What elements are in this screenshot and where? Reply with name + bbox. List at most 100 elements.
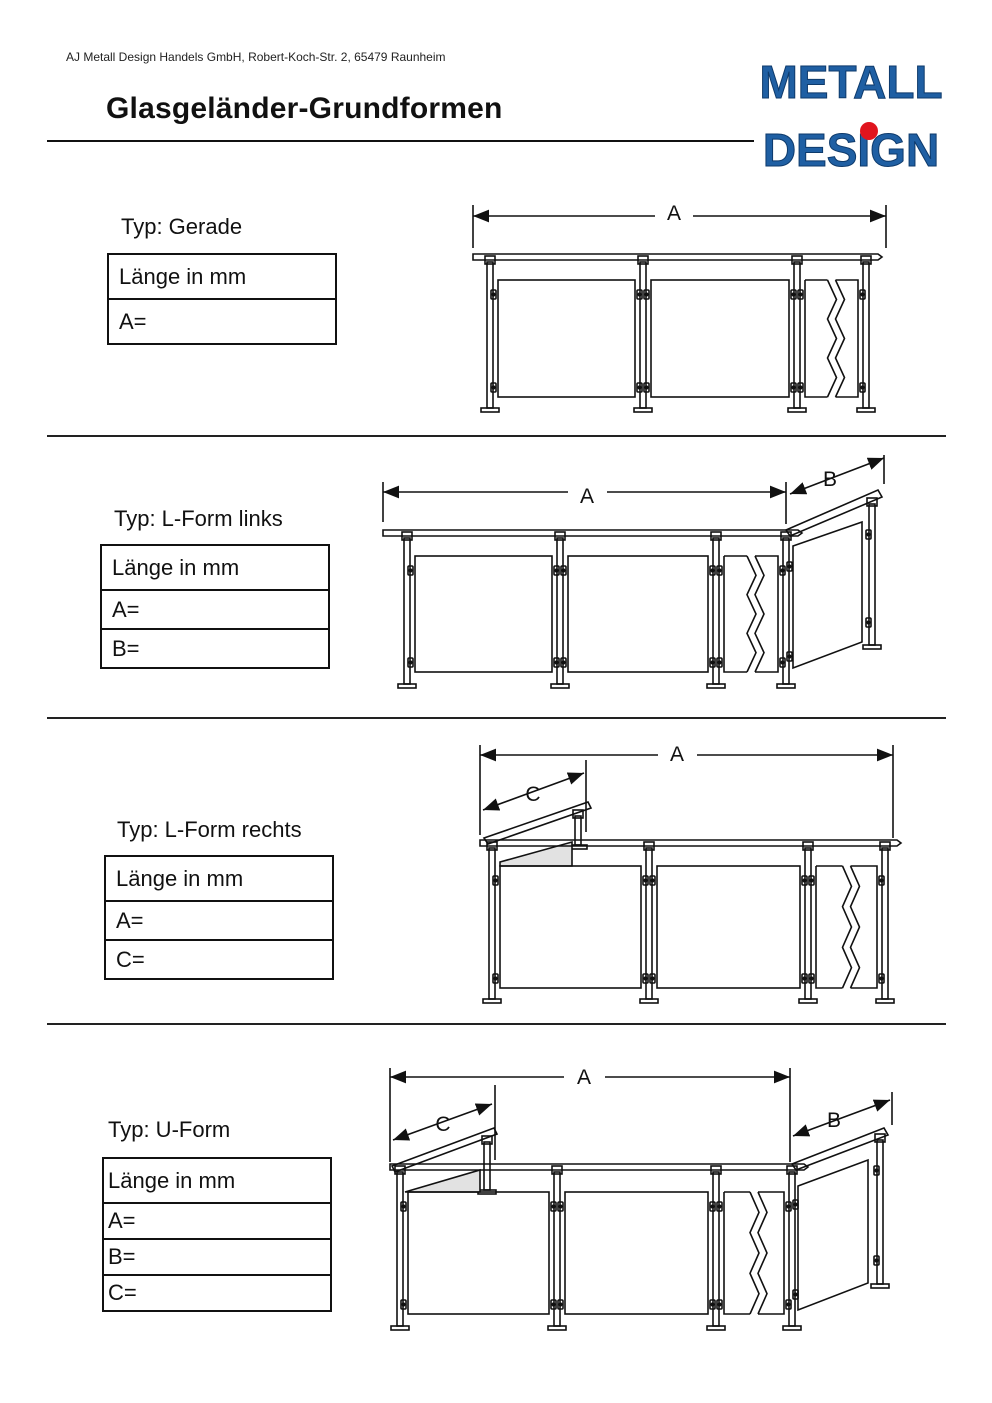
post-cap [860, 255, 872, 265]
glass-clamp [709, 565, 716, 576]
glass-clamp [649, 973, 656, 984]
type-label-gerade: Typ: Gerade [121, 214, 243, 239]
clamp-screw [874, 1168, 879, 1173]
glass-clamp [865, 617, 872, 628]
post-cap [394, 1165, 406, 1175]
post-cap [874, 1133, 886, 1143]
clamp-screw [860, 292, 865, 297]
post [876, 1139, 884, 1285]
glass-panel-edge [804, 280, 828, 398]
dim-label-a: A [580, 485, 594, 508]
break-line [754, 555, 765, 673]
glass-panel [564, 1191, 709, 1315]
glass-panel-edge [755, 555, 779, 673]
length-field-b[interactable]: B= [102, 1238, 332, 1276]
post-foot [706, 683, 726, 689]
clamp-screw [558, 1302, 563, 1307]
clamp-screw [493, 976, 498, 981]
post-foot [782, 1325, 802, 1331]
section-divider [47, 717, 946, 719]
post-foot [482, 998, 502, 1004]
post-cap [572, 809, 584, 819]
clamp-screw [793, 1292, 798, 1297]
glass-clamp [649, 875, 656, 886]
break-line [746, 555, 757, 673]
post-foot [706, 1325, 726, 1331]
post-foot [875, 998, 895, 1004]
glass-panel [407, 1191, 550, 1315]
glass-panel-edge [758, 1191, 785, 1315]
post-cap [637, 255, 649, 265]
glass-panel [656, 865, 801, 989]
handrail [389, 1163, 810, 1171]
glass-clamp [709, 1299, 716, 1310]
glass-clamp [792, 1289, 799, 1300]
post [488, 847, 496, 1000]
post-cap [481, 1135, 493, 1145]
length-field-b[interactable]: B= [100, 628, 330, 669]
clamp-screw [554, 660, 559, 665]
clamp-screw [644, 385, 649, 390]
post-cap [484, 255, 496, 265]
post-cap [710, 1165, 722, 1175]
length-field-a[interactable]: A= [107, 298, 337, 345]
length-table-l-rechts: Länge in mm A= C= [104, 855, 334, 980]
clamp-screw [786, 1204, 791, 1209]
glass-clamp [636, 289, 643, 300]
post-cap [551, 1165, 563, 1175]
length-table-gerade: Länge in mm A= [107, 253, 337, 345]
glass-panel-edge [723, 1192, 750, 1315]
post-foot [390, 1325, 410, 1331]
post-cap [643, 841, 655, 851]
clamp-screw [710, 1204, 715, 1209]
clamp-screw [866, 532, 871, 537]
glass-clamp [709, 1201, 716, 1212]
glass-clamp [785, 1299, 792, 1310]
clamp-screw [717, 1302, 722, 1307]
glass-clamp [878, 973, 885, 984]
post [788, 1171, 796, 1327]
glass-clamp [400, 1299, 407, 1310]
break-line [826, 279, 838, 398]
clamp-screw [650, 878, 655, 883]
post [553, 1171, 561, 1327]
page-title: Glasgeländer-Grundformen [106, 92, 503, 125]
length-table-header: Länge in mm [100, 544, 330, 591]
length-table-l-links: Länge in mm A= B= [100, 544, 330, 669]
post-foot [787, 407, 807, 413]
glass-clamp [786, 561, 793, 572]
clamp-screw [787, 654, 792, 659]
dim-label-a: A [577, 1066, 591, 1089]
glass-clamp [550, 1299, 557, 1310]
glass-panel-edge [815, 866, 843, 989]
length-field-c[interactable]: C= [104, 939, 334, 980]
glass-panel [650, 279, 790, 398]
glass-clamp [859, 382, 866, 393]
length-field-c[interactable]: C= [102, 1274, 332, 1312]
dim-label-c: C [525, 783, 540, 806]
glass-clamp [643, 289, 650, 300]
clamp-screw [717, 568, 722, 573]
glass-clamp [407, 657, 414, 668]
post-cap [879, 841, 891, 851]
clamp-screw [561, 568, 566, 573]
post-foot [870, 1283, 890, 1289]
glass-clamp [779, 565, 786, 576]
clamp-screw [491, 385, 496, 390]
post [804, 847, 812, 1000]
glass-clamp [801, 875, 808, 886]
glass-panel-return [792, 520, 863, 670]
length-field-a[interactable]: A= [102, 1202, 332, 1240]
clamp-screw [637, 385, 642, 390]
glass-clamp [553, 565, 560, 576]
metall-design-logo: METALL DESIGN [759, 56, 943, 177]
post [396, 1171, 404, 1327]
length-table-header: Länge in mm [104, 855, 334, 902]
length-field-a[interactable]: A= [100, 589, 330, 630]
length-field-a[interactable]: A= [104, 900, 334, 941]
clamp-screw [802, 976, 807, 981]
clamp-screw [780, 660, 785, 665]
clamp-screw [860, 385, 865, 390]
glass-panel-return [797, 1158, 869, 1312]
post-cap [791, 255, 803, 265]
